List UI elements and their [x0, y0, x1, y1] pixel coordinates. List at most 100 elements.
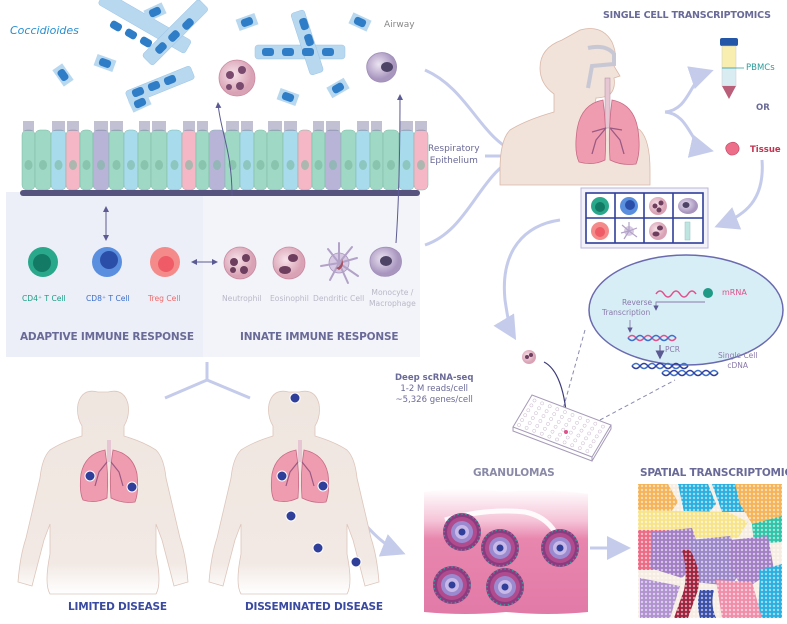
plate-well: [555, 437, 559, 442]
disseminated-disease-label: DISSEMINATED DISEASE: [245, 601, 383, 613]
single-cell-cdna-label: Single Cell cDNA: [718, 351, 757, 371]
plate-well: [547, 404, 552, 409]
plate-well: [552, 412, 557, 416]
pbmc-label: PBMCs: [746, 63, 775, 73]
epithelial-nucleus: [54, 160, 63, 170]
monocyte-macrophage-label: Monocyte / Macrophage: [369, 287, 416, 309]
epithelial-nucleus: [82, 160, 91, 170]
epithelial-nucleus: [112, 160, 121, 170]
cilia: [268, 121, 282, 131]
plate-well: [538, 419, 543, 423]
plate-well: [597, 429, 602, 434]
epithelial-nucleus: [402, 160, 411, 170]
plate-well: [568, 430, 573, 435]
granuloma-ring: [556, 544, 564, 552]
plate-well: [526, 408, 531, 413]
plate-well: [532, 428, 537, 433]
neutrophil-migration-arrow: [215, 102, 233, 197]
plate-well: [520, 418, 524, 422]
cilia: [400, 121, 413, 131]
coccidioides-hyphae: [52, 0, 372, 113]
eosinophil-label: Eosinophil: [270, 294, 309, 303]
epithelial-nucleus: [140, 160, 149, 170]
plate-well: [585, 449, 590, 453]
cilia: [52, 121, 65, 131]
rt-label-line1: Reverse: [622, 298, 653, 307]
respiratory-epithelium-label: Respiratory Epithelium: [428, 143, 480, 167]
scrnaseq-genes: ~5,326 genes/cell: [395, 395, 473, 405]
reverse-transcription-label: Reverse Transcription: [602, 298, 652, 318]
limited-disease-body: [17, 390, 189, 595]
epithelial-nucleus: [359, 160, 367, 170]
neutrophil-label: Neutrophil: [222, 294, 262, 303]
airway-label: Airway: [384, 20, 415, 30]
plate-well: [590, 426, 595, 431]
disseminated-disease-body: [208, 390, 380, 595]
epithelial-nucleus: [170, 160, 179, 170]
plate-well: [539, 431, 544, 436]
epithelial-nucleus: [24, 160, 33, 170]
single-cell-droplet: [522, 350, 536, 364]
epithelial-nucleus: [271, 160, 279, 170]
cilia: [152, 121, 166, 131]
plate-well: [547, 434, 552, 439]
granulomas-title: GRANULOMAS: [473, 467, 555, 479]
plate-well: [570, 413, 575, 417]
epithelial-nucleus: [198, 160, 207, 170]
epithelial-nucleus: [256, 160, 265, 170]
cilia: [326, 121, 340, 131]
plate-well: [523, 413, 528, 418]
granuloma-ring: [496, 544, 504, 552]
human-upper-body: [499, 28, 651, 186]
epithelial-nucleus: [314, 160, 323, 170]
epithelial-nucleus: [301, 160, 309, 170]
plate-well: [553, 424, 558, 429]
respiratory-epithelium: [20, 121, 429, 196]
plate-well: [582, 423, 587, 428]
cd8-t-cell-label: CD8⁺ T Cell: [86, 294, 130, 303]
plate-well: [601, 424, 605, 429]
rt-label-line2: Transcription: [602, 308, 651, 317]
or-label: OR: [756, 103, 770, 113]
cd8-t-cell: [92, 247, 122, 277]
granuloma-ring: [458, 528, 466, 536]
adaptive-immune-response-title: ADAPTIVE IMMUNE RESPONSE: [20, 331, 194, 343]
granuloma-outer-dots: [486, 568, 524, 606]
plate-well: [534, 411, 538, 416]
granuloma-outer-dots: [541, 529, 579, 567]
plate-well: [587, 431, 591, 436]
treg-cell-label: Treg Cell: [148, 294, 181, 303]
cilia: [371, 121, 382, 131]
epithelial-nucleus: [372, 160, 381, 170]
cd4-t-cell: [28, 247, 58, 277]
macrophage-migration-arrow: [395, 94, 403, 244]
plate-well: [535, 424, 540, 428]
epithelial-nucleus: [344, 160, 353, 170]
plate-well: [573, 438, 578, 443]
plate-well: [558, 432, 562, 437]
cilia: [183, 121, 195, 131]
plate-well: [585, 418, 590, 423]
deep-scrnaseq-block: Deep scRNA-seq 1-2 M reads/cell ~5,326 g…: [395, 373, 473, 406]
dendritic-cell: [320, 242, 359, 284]
plate-well: [532, 398, 537, 403]
plate-well: [588, 444, 593, 449]
granuloma-outer-dots: [443, 513, 481, 551]
sorted-cells-box: [580, 187, 709, 249]
dendritic-cell-label: Dendritic Cell: [313, 294, 365, 303]
epithelium-label-line1: Respiratory: [428, 144, 480, 154]
cilia: [94, 121, 108, 131]
eosinophil-cell: [272, 246, 306, 280]
plate-well: [565, 435, 570, 440]
tissue-sample-icon: [725, 141, 740, 156]
plate-well: [530, 416, 535, 420]
plate-well: [537, 406, 541, 411]
plate-well: [579, 428, 584, 433]
epithelial-nucleus: [243, 160, 251, 170]
epithelium-label-line2: Epithelium: [429, 156, 478, 166]
granuloma-outer-dots: [433, 566, 471, 604]
scrnaseq-title: Deep scRNA-seq: [395, 373, 474, 383]
plate-well: [559, 415, 564, 419]
96-well-plate: [512, 394, 612, 462]
